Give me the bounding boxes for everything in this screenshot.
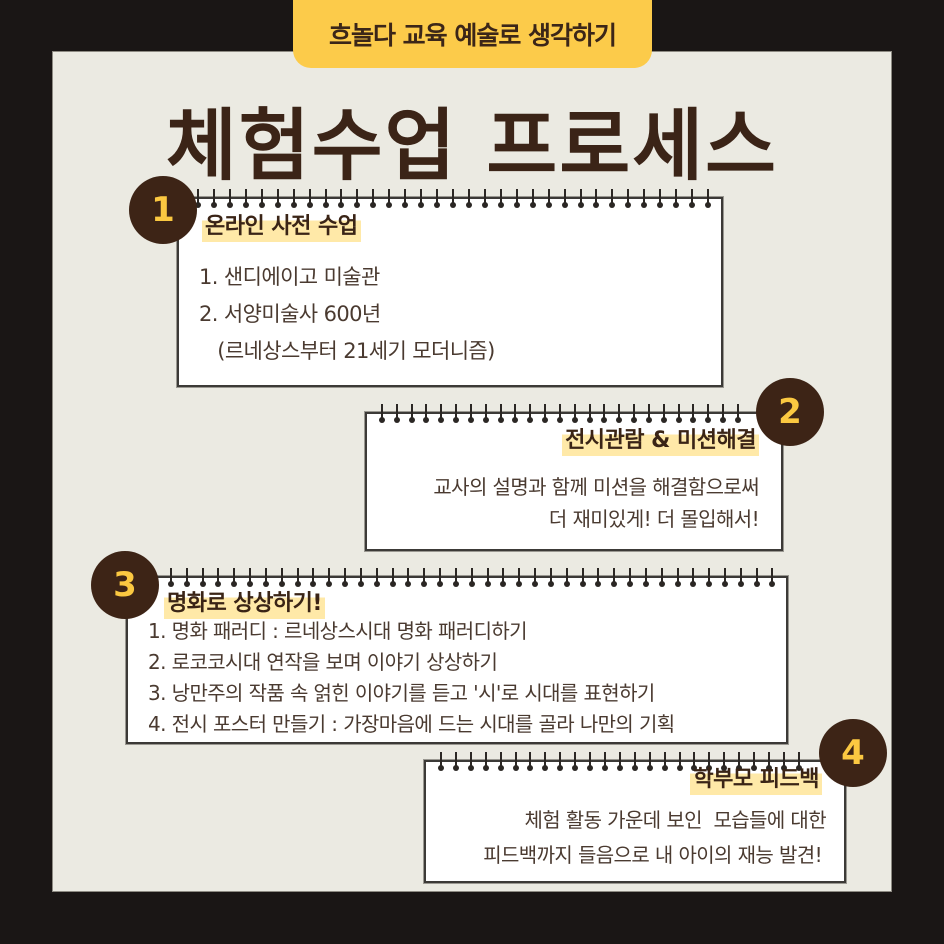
step-badge-4: 4: [819, 719, 887, 787]
step-3-line-3: 3. 낭만주의 작품 속 얽힌 이야기를 듣고 '시'로 시대를 표현하기: [148, 681, 655, 705]
step-3-line-2: 2. 로코코시대 연작을 보며 이야기 상상하기: [148, 650, 498, 674]
header-tab-label: 흐놀다 교육 예술로 생각하기: [328, 21, 617, 50]
step-number-1: 1: [151, 190, 175, 230]
step-heading-2: 전시관람 & 미션해결: [562, 426, 759, 456]
header-tab: 흐놀다 교육 예술로 생각하기: [293, 0, 652, 68]
step-card-4: 학부모 피드백 체험 활동 가운데 보인 모습들에 대한 피드백까지 들음으로 …: [424, 752, 846, 883]
step-2-line-2: 더 재미있게! 더 몰입해서!: [548, 507, 760, 531]
step-1-line-3: (르네상스부터 21세기 모더니즘): [199, 339, 495, 363]
page-title: 체험수업 프로세스: [166, 100, 778, 191]
step-1-line-1: 1. 샌디에이고 미술관: [199, 265, 380, 289]
step-badge-3: 3: [91, 551, 159, 619]
step-4-line-2: 피드백까지 들음으로 내 아이의 재능 발견!: [483, 843, 822, 867]
step-3-line-4: 4. 전시 포스터 만들기 : 가장마음에 드는 시대를 골라 나만의 기획: [148, 712, 675, 736]
step-1-line-2: 2. 서양미술사 600년: [199, 302, 381, 326]
step-number-3: 3: [113, 565, 137, 605]
step-2-line-1: 교사의 설명과 함께 미션을 해결함으로써: [433, 475, 759, 499]
step-badge-2: 2: [756, 378, 824, 446]
step-3-line-1: 1. 명화 패러디 : 르네상스시대 명화 패러디하기: [148, 619, 528, 643]
step-number-4: 4: [841, 733, 865, 773]
step-heading-3: 명화로 상상하기!: [164, 589, 325, 619]
step-badge-1: 1: [129, 176, 197, 244]
step-number-2: 2: [778, 392, 802, 432]
step-heading-4: 학부모 피드백: [690, 765, 822, 795]
step-card-3: 명화로 상상하기! 1. 명화 패러디 : 르네상스시대 명화 패러디하기 2.…: [126, 568, 788, 744]
step-card-2: 전시관람 & 미션해결 교사의 설명과 함께 미션을 해결함으로써 더 재미있게…: [365, 404, 783, 551]
step-4-line-1: 체험 활동 가운데 보인 모습들에 대한: [524, 808, 826, 832]
step-heading-1: 온라인 사전 수업: [202, 212, 361, 242]
step-card-1: 온라인 사전 수업 1. 샌디에이고 미술관 2. 서양미술사 600년 (르네…: [177, 189, 723, 387]
